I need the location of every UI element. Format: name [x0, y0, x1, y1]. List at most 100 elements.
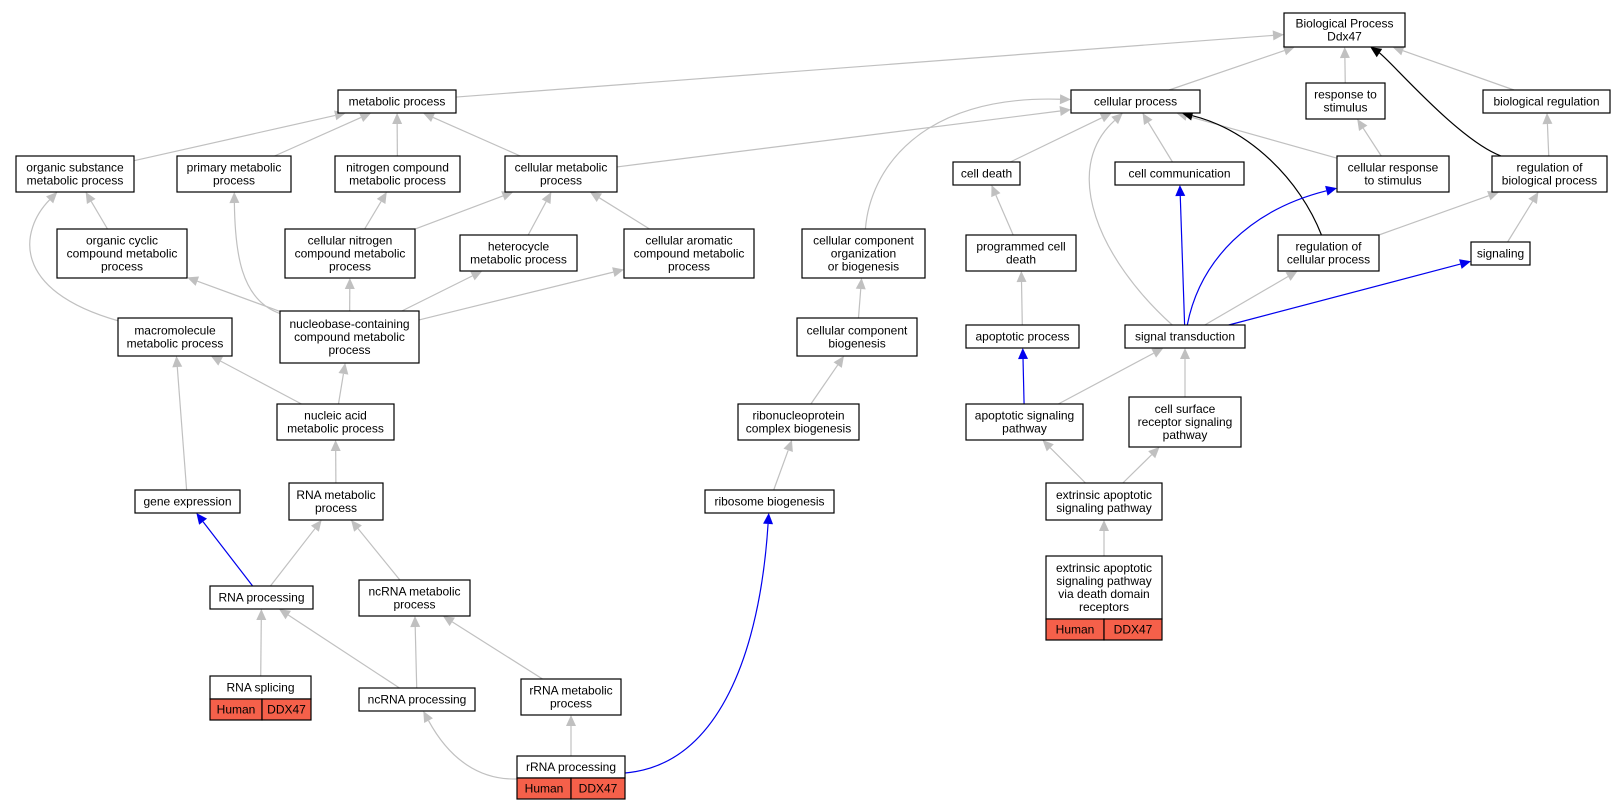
go-term-apoptotic-process[interactable]: apoptotic process [965, 324, 1080, 349]
term-box[interactable] [56, 228, 188, 279]
edge-apoptotic-process-to-programmed-cell-death [1020, 281, 1023, 326]
arrowhead [501, 191, 514, 201]
go-term-cell-communication[interactable]: cell communication [1114, 161, 1245, 186]
arrowhead [229, 192, 240, 204]
go-term-cell-death[interactable]: cell death [952, 161, 1021, 186]
term-box[interactable] [1305, 82, 1386, 120]
term-box[interactable] [337, 89, 457, 114]
term-box[interactable] [965, 234, 1077, 272]
arrowhead [612, 267, 624, 277]
term-box[interactable] [1114, 161, 1245, 186]
go-term-gene-expression[interactable]: gene expression [134, 489, 241, 514]
term-label-line: via death domain [1058, 587, 1149, 601]
term-box[interactable] [623, 228, 755, 279]
term-box[interactable] [459, 234, 578, 272]
term-box[interactable] [965, 403, 1084, 441]
term-box[interactable] [1128, 396, 1242, 448]
term-box[interactable] [1283, 12, 1406, 48]
edge-regulation-of-cellular-process-to-cellular-process [1192, 115, 1323, 236]
arrowhead [1059, 106, 1071, 116]
term-box[interactable] [176, 155, 292, 193]
edge-apoptotic-signaling-pathway-to-apoptotic-process [1022, 358, 1025, 405]
term-label-line: biological regulation [1493, 95, 1599, 109]
term-label-line: metabolic process [287, 422, 384, 436]
term-label-line: process [328, 343, 370, 357]
term-box[interactable] [1470, 241, 1531, 266]
term-box[interactable] [358, 687, 476, 712]
term-box[interactable] [1070, 89, 1201, 114]
term-box[interactable] [15, 155, 135, 193]
term-box[interactable] [117, 317, 233, 357]
go-term-signaling[interactable]: signaling [1470, 241, 1531, 266]
term-box[interactable] [801, 228, 926, 279]
term-box[interactable] [1491, 155, 1608, 193]
term-box[interactable] [288, 482, 384, 521]
term-label-line: metabolic process [127, 337, 224, 351]
term-box[interactable] [1124, 324, 1246, 349]
term-box[interactable] [1482, 89, 1611, 114]
go-term-rna-processing[interactable]: RNA processing [209, 585, 314, 610]
term-box[interactable] [1336, 155, 1450, 193]
term-box[interactable] [965, 324, 1080, 349]
term-box[interactable] [1277, 234, 1380, 272]
term-label-line: receptor signaling [1138, 415, 1233, 429]
edge-cellular-response-to-stimulus-to-response-to-stimulus [1362, 127, 1382, 157]
term-box[interactable] [134, 489, 241, 514]
arrowhead [1370, 47, 1383, 58]
term-box[interactable] [520, 678, 622, 716]
term-box[interactable] [796, 317, 918, 357]
term-box[interactable] [737, 403, 860, 441]
term-box[interactable] [704, 489, 835, 514]
arrowhead [423, 711, 433, 724]
go-term-metabolic-process[interactable]: metabolic process [337, 89, 457, 114]
term-box[interactable] [279, 310, 420, 364]
go-term-ribosome-biogenesis[interactable]: ribosome biogenesis [704, 489, 835, 514]
go-term-biological-regulation[interactable]: biological regulation [1482, 89, 1611, 114]
term-box[interactable] [504, 155, 618, 193]
arrowhead [763, 513, 774, 525]
term-box[interactable] [952, 161, 1021, 186]
go-term-ncrna-processing[interactable]: ncRNA processing [358, 687, 476, 712]
term-box[interactable] [276, 403, 395, 441]
term-box[interactable] [209, 585, 314, 610]
go-term-signal-transduction[interactable]: signal transduction [1124, 324, 1246, 349]
term-box[interactable] [284, 228, 416, 279]
term-box[interactable] [1045, 555, 1163, 620]
term-box[interactable] [358, 579, 471, 617]
term-box[interactable] [334, 155, 461, 193]
edge-cell-death-to-cellular-process [1010, 117, 1103, 163]
term-label-line: RNA processing [218, 591, 304, 605]
term-label-line: cellular process [1094, 95, 1177, 109]
go-term-cellular-process[interactable]: cellular process [1070, 89, 1201, 114]
term-box[interactable] [1045, 482, 1163, 521]
